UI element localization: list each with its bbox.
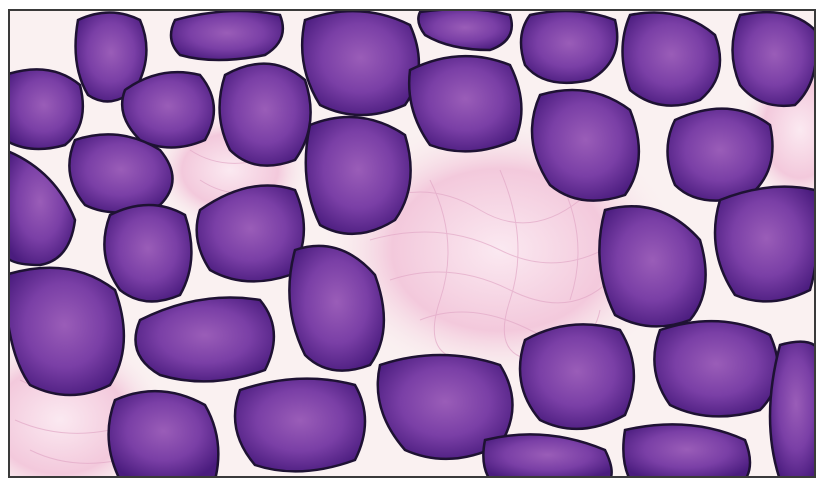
cell xyxy=(518,323,636,431)
cell xyxy=(107,389,220,477)
cell xyxy=(134,296,276,383)
cell xyxy=(621,11,722,107)
cell xyxy=(482,433,613,477)
cell xyxy=(304,115,412,236)
cell xyxy=(120,70,216,149)
cell xyxy=(519,10,619,85)
cell xyxy=(9,150,77,267)
cell xyxy=(530,88,641,202)
cell xyxy=(233,377,367,473)
cell xyxy=(218,62,312,167)
cell xyxy=(417,10,513,52)
cell xyxy=(598,205,707,328)
cell xyxy=(713,185,815,303)
cell xyxy=(666,107,774,202)
cell xyxy=(9,68,85,151)
cell xyxy=(407,54,523,153)
cell xyxy=(731,10,815,107)
cell xyxy=(768,340,815,477)
cell xyxy=(653,319,780,418)
cell xyxy=(622,423,752,477)
cells xyxy=(9,10,815,477)
cell xyxy=(300,10,421,117)
cell xyxy=(288,244,386,372)
cell xyxy=(9,266,126,397)
cell xyxy=(169,10,285,62)
cell xyxy=(103,203,193,303)
image-frame xyxy=(8,9,816,478)
